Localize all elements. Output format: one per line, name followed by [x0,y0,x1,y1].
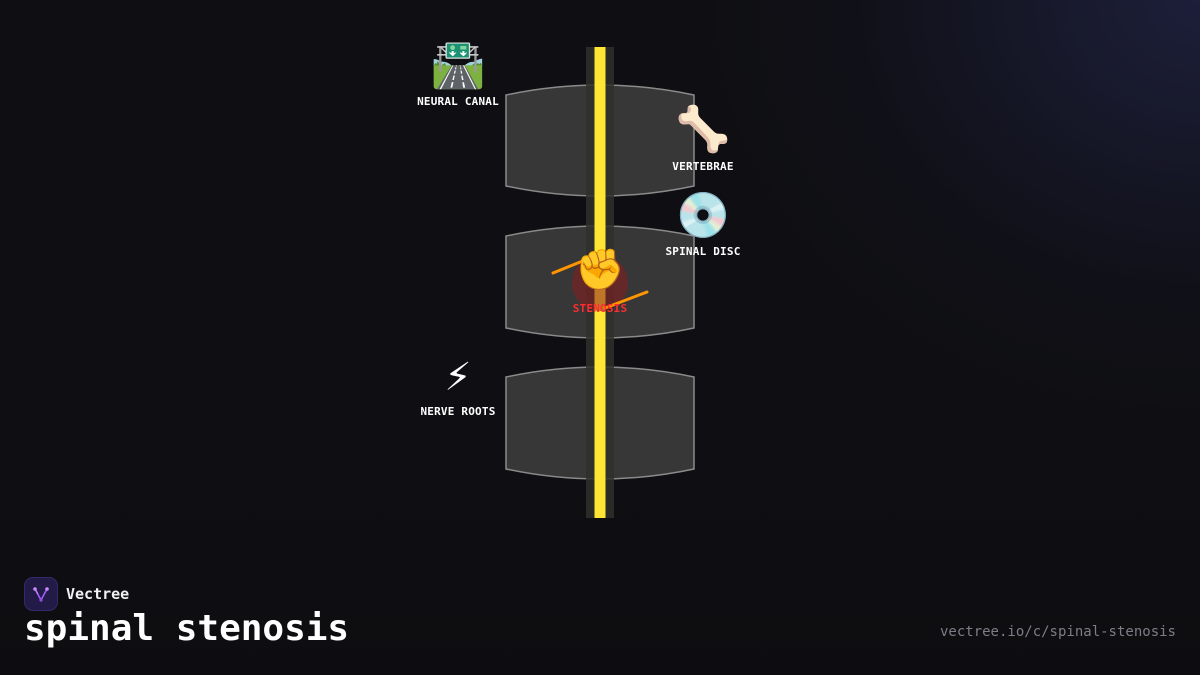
neural-canal-label: NEURAL CANAL [417,95,499,108]
compression-line-left [551,254,597,275]
compression-line-right [603,290,649,310]
bone-icon: 🦴 [675,104,731,155]
fist-icon: ✊ [575,247,625,293]
road-icon: 🛣️ [430,40,486,91]
spinal-disc-label: SPINAL DISC [665,245,741,258]
lightning-icon: ⚡ [444,350,472,401]
vertebrae-label: VERTEBRAE [672,160,734,173]
brand: Vectree [24,577,129,611]
source-url[interactable]: vectree.io/c/spinal-stenosis [939,624,1176,640]
nerve-roots-label: NERVE ROOTS [420,405,496,418]
stenosis-label: STENOSIS [572,302,628,315]
vectree-logo-icon [24,577,58,611]
disc-icon: 💿 [675,190,731,241]
stenosis-glow [572,255,628,311]
brand-name: Vectree [66,585,130,603]
page-title: spinal stenosis [24,608,350,649]
